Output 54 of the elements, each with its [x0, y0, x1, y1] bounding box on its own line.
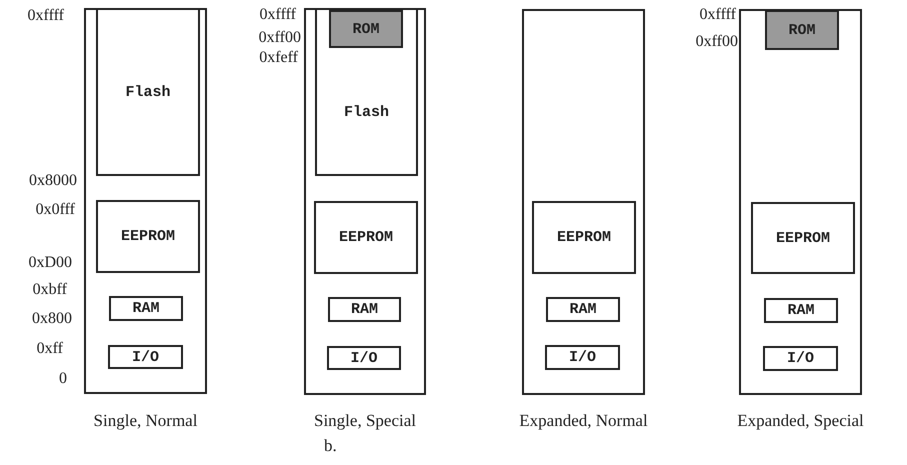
- address-label: 0xff00: [696, 34, 738, 50]
- address-label: 0x800: [32, 311, 72, 327]
- memory-region-box: [327, 346, 401, 370]
- address-label: 0xff00: [258, 30, 301, 46]
- address-label: 0xffff: [28, 8, 64, 24]
- region-label: EEPROM: [338, 230, 393, 245]
- address-label: 0xffff: [260, 7, 296, 23]
- address-label: 0xD00: [28, 255, 72, 271]
- mode-caption: Single, Special: [314, 412, 416, 429]
- region-label: ROM: [788, 22, 816, 38]
- region-label: RAM: [569, 302, 596, 317]
- address-label: 0xff: [36, 341, 63, 357]
- address-label: 0xfeff: [259, 50, 298, 66]
- address-label: 0x8000: [29, 173, 77, 189]
- region-label: Flash: [125, 84, 170, 100]
- region-label: RAM: [350, 302, 378, 317]
- memory-map-column: [739, 9, 862, 395]
- memory-region-box: [763, 346, 838, 371]
- address-label: 0xffff: [700, 7, 736, 23]
- address-label: 0xbff: [32, 282, 67, 298]
- region-label: I/O: [350, 350, 378, 366]
- address-label: 0: [59, 371, 67, 387]
- memory-region-box: [329, 10, 403, 48]
- region-label: I/O: [786, 351, 814, 366]
- memory-region-box: [764, 298, 838, 323]
- region-label: I/O: [132, 350, 159, 364]
- memory-region-box: [765, 10, 839, 50]
- memory-region-box: [328, 297, 401, 322]
- memory-region-box: [109, 296, 183, 321]
- memory-region-box: [546, 297, 620, 322]
- region-label: Flash: [344, 104, 389, 120]
- memory-region-box: [545, 345, 620, 370]
- memory-region-box: [314, 201, 418, 274]
- mode-caption: Expanded, Normal: [519, 412, 648, 429]
- region-label: EEPROM: [556, 230, 611, 245]
- region-label: EEPROM: [776, 230, 830, 246]
- memory-map-column: [304, 8, 426, 395]
- region-label: ROM: [352, 22, 380, 36]
- region-label: I/O: [568, 350, 596, 365]
- memory-region-box: [108, 345, 183, 369]
- region-label: EEPROM: [120, 229, 175, 244]
- memory-region-box: [96, 200, 200, 273]
- mode-caption: Expanded, Special: [737, 412, 864, 429]
- address-label: 0x0fff: [36, 202, 75, 218]
- region-label: RAM: [132, 301, 160, 316]
- memory-region-box: [96, 8, 200, 176]
- memory-map-column: [84, 8, 207, 394]
- memory-region-box: [532, 201, 636, 274]
- figure-caption: b.: [324, 437, 337, 454]
- memory-map-column: [522, 9, 645, 395]
- mode-caption: Single, Normal: [94, 412, 198, 429]
- region-label: RAM: [787, 303, 814, 318]
- memory-region-box: [751, 202, 855, 274]
- memory-region-box: [315, 8, 418, 176]
